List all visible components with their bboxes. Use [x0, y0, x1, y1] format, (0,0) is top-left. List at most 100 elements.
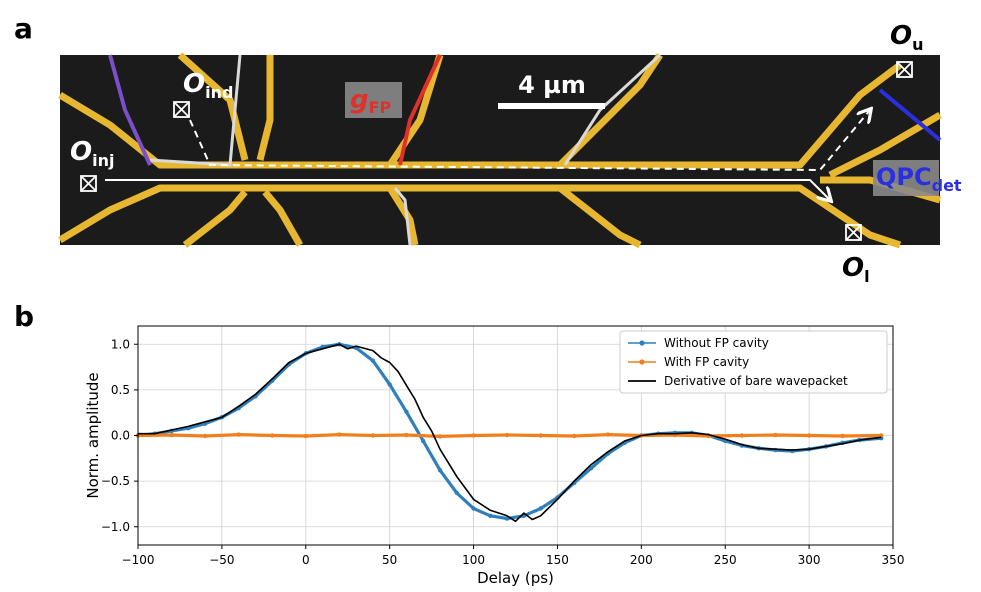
qpc-label-box	[873, 160, 939, 196]
series-point-0	[202, 421, 208, 426]
series-point-0	[857, 437, 862, 443]
series-point-0	[421, 438, 426, 444]
series-point-1	[773, 432, 778, 438]
gfp-gate	[398, 54, 442, 166]
scale-bar-label: 4 µm	[518, 71, 586, 99]
series-point-1	[840, 433, 845, 439]
series-point-0	[303, 351, 308, 356]
series-point-0	[186, 426, 191, 431]
plot-frame	[137, 325, 894, 546]
series-point-0	[588, 466, 594, 471]
series-point-0	[555, 495, 560, 500]
plot-series	[135, 342, 884, 523]
series-point-0	[353, 345, 359, 351]
series-point-0	[286, 362, 292, 367]
series-point-0	[437, 467, 443, 473]
legend-marker	[639, 359, 645, 365]
series-point-1	[370, 433, 376, 438]
series-point-0	[504, 516, 510, 521]
series-point-0	[219, 415, 225, 420]
ohmic-contact-inj	[80, 175, 97, 192]
series-point-1	[672, 432, 678, 438]
series-point-1	[739, 433, 745, 438]
series-point-1	[303, 433, 308, 439]
label-o-l: Ol	[842, 253, 870, 286]
legend-label: Without FP cavity	[664, 336, 769, 350]
series-point-1	[270, 433, 275, 438]
x-tick-label: 50	[382, 553, 397, 567]
series-point-0	[773, 447, 778, 453]
series-point-0	[605, 451, 610, 456]
legend-label: With FP cavity	[664, 355, 749, 369]
y-tick-label: 0.0	[111, 429, 130, 443]
series-point-0	[471, 506, 476, 511]
series-point-1	[879, 433, 884, 438]
device-micrograph: 4 µm Oinj Oind gFP Ou Ol QPCdet	[58, 21, 962, 286]
series-point-0	[253, 394, 258, 399]
thin-gates	[149, 53, 662, 246]
series-line-1	[137, 433, 882, 438]
series-point-0	[790, 448, 795, 454]
legend-box	[619, 330, 888, 394]
series-point-1	[135, 433, 141, 438]
series-point-1	[337, 432, 342, 437]
series-point-0	[152, 431, 157, 436]
x-tick-label: −100	[122, 553, 155, 567]
x-tick-label: 0	[302, 553, 310, 567]
panel-b-letter: b	[14, 300, 35, 333]
series-point-1	[437, 434, 443, 439]
series-point-0	[270, 378, 275, 383]
plot-grid	[137, 326, 894, 545]
y-axis-label: Norm. amplitude	[84, 372, 102, 498]
legend-label: Derivative of bare wavepacket	[664, 374, 848, 388]
series-point-0	[488, 513, 493, 518]
series-point-1	[572, 433, 577, 439]
series-point-0	[337, 342, 342, 347]
series-point-0	[454, 490, 459, 496]
y-tick-label: −0.5	[101, 474, 130, 488]
y-tick-label: 0.5	[111, 383, 130, 397]
series-point-0	[169, 428, 174, 434]
series-point-0	[706, 433, 711, 438]
series-point-0	[622, 440, 627, 445]
series-point-0	[756, 446, 761, 451]
series-point-0	[655, 431, 661, 436]
series-point-0	[823, 444, 829, 449]
series-point-0	[236, 405, 241, 411]
x-tick-label: 100	[462, 553, 485, 567]
x-tick-label: 250	[714, 553, 737, 567]
sem-substrate	[60, 55, 940, 245]
series-point-1	[471, 433, 476, 438]
series-point-0	[404, 409, 409, 414]
label-o-u: Ou	[890, 21, 924, 54]
series-point-0	[538, 506, 543, 511]
series-point-1	[605, 432, 610, 437]
series-point-1	[639, 433, 644, 438]
series-line-0	[137, 342, 882, 521]
series-point-0	[639, 433, 644, 438]
ohmic-contact-l	[845, 224, 862, 241]
series-point-0	[572, 480, 577, 486]
legend-marker	[639, 340, 645, 346]
series-point-0	[739, 443, 745, 448]
series-line-2	[138, 343, 882, 523]
x-tick-label: 350	[882, 553, 905, 567]
series-point-1	[236, 432, 241, 437]
injection-path	[105, 179, 830, 200]
series-point-1	[706, 433, 711, 439]
series-point-0	[723, 438, 728, 444]
x-tick-label: −50	[209, 553, 234, 567]
y-ticks: −1.0 −0.5 0.0 0.5 1.0	[101, 337, 138, 534]
y-tick-label: −1.0	[101, 520, 130, 534]
left-purple-gate	[108, 54, 152, 166]
x-tick-label: 200	[630, 553, 653, 567]
series-point-0	[135, 433, 141, 438]
y-tick-label: 1.0	[111, 337, 130, 351]
dashed-path	[189, 110, 870, 172]
series-point-0	[689, 430, 694, 435]
series-point-0	[806, 446, 812, 452]
panel-a-letter: a	[14, 12, 33, 45]
series-point-0	[840, 440, 845, 445]
